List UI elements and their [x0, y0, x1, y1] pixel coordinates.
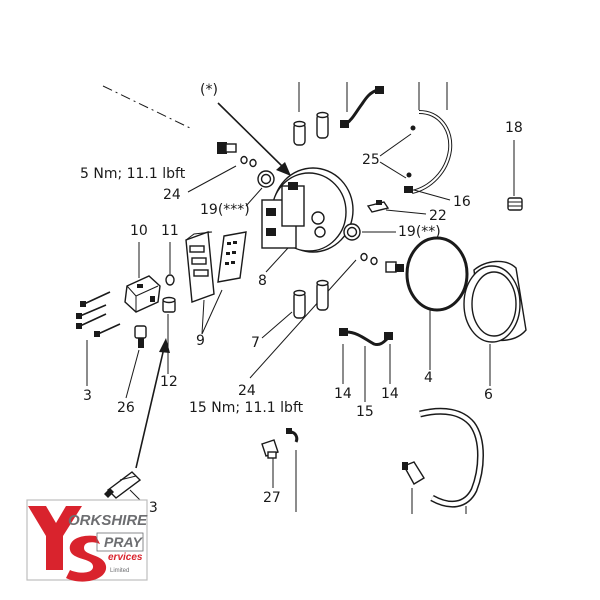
star-arrow-head	[276, 162, 291, 176]
valve-block-9	[185, 231, 215, 303]
logo-line3: ervices	[108, 552, 143, 563]
leader-24-upper	[187, 165, 237, 193]
arrow-23-line	[135, 347, 165, 469]
logo-line1: ORKSHIRE	[68, 512, 148, 529]
callout-14b: 14	[381, 386, 399, 402]
callout-24-upper: 24	[163, 187, 181, 203]
gasket-plate	[217, 231, 247, 283]
dashed-leader	[102, 85, 191, 129]
yorkshire-spray-logo: ORKSHIRE PRAY ervices Limited	[26, 499, 148, 582]
callout-7: 7	[251, 335, 260, 351]
leader-24-lower	[249, 259, 357, 379]
callout-14a: 14	[334, 386, 352, 402]
fitting-12	[162, 296, 176, 313]
callout-19-upper: 19(***)	[200, 202, 250, 218]
star-arrow-line	[217, 102, 285, 169]
logo-line4: Limited	[110, 568, 129, 574]
cover-6	[463, 260, 527, 343]
pump-housing-8	[261, 167, 354, 253]
leader-16	[413, 189, 451, 201]
block-10	[124, 275, 161, 313]
callout-6: 6	[484, 387, 493, 403]
callout-25: 25	[362, 152, 380, 168]
grease-tube-23	[104, 471, 142, 499]
pin-a	[293, 120, 306, 146]
callout-22: 22	[429, 208, 447, 224]
hose-top-small	[340, 86, 384, 128]
logo-pray-box	[96, 532, 144, 552]
leader-9b	[201, 299, 205, 335]
torque-label-lower: 15 Nm; 11.1 lbft	[189, 400, 304, 416]
torque-label-upper: 5 Nm; 11.1 lbft	[80, 166, 186, 182]
callout-24-lower: 24	[238, 383, 256, 399]
callout-9: 9	[196, 333, 205, 349]
fitting-27	[261, 428, 299, 459]
hose-16	[404, 110, 453, 194]
arrow-23-head	[159, 338, 170, 353]
leader-9	[201, 289, 223, 335]
logo-y-letter	[28, 506, 82, 570]
fitting-18	[507, 197, 523, 211]
callout-3: 3	[83, 388, 92, 404]
callout-15: 15	[356, 404, 374, 420]
pin-7b	[316, 279, 329, 311]
oring-19-right-inner	[346, 226, 358, 238]
callout-star: (*)	[200, 82, 218, 98]
callout-12: 12	[160, 374, 178, 390]
leader-25a	[379, 133, 412, 157]
hose-fitting-end	[402, 461, 425, 485]
callout-27: 27	[263, 490, 281, 506]
leader-26	[125, 349, 140, 399]
callout-16: 16	[453, 194, 471, 210]
leader-8	[265, 247, 289, 273]
leader-22	[385, 209, 427, 215]
pin-7a	[293, 289, 306, 319]
callout-26: 26	[117, 400, 135, 416]
callout-10: 10	[130, 223, 148, 239]
screw-24-upper	[217, 142, 257, 168]
leader-25b	[379, 161, 407, 179]
callout-8: 8	[258, 273, 267, 289]
fitting-26	[134, 325, 147, 348]
leader-19-upper	[245, 187, 263, 207]
pin-b	[316, 111, 329, 139]
callout-4: 4	[424, 370, 433, 386]
oring-4	[405, 236, 469, 312]
hose-long	[402, 407, 484, 508]
logo-s-letter	[66, 535, 107, 582]
screw-24-lower	[360, 252, 404, 273]
oring-19-upper-inner	[260, 173, 272, 185]
clip-22	[366, 200, 390, 213]
callout-18: 18	[505, 120, 523, 136]
leader-7	[261, 311, 293, 339]
logo-line2: PRAY	[104, 534, 144, 550]
hose-14-15	[339, 328, 393, 346]
callout-19-right: 19(**)	[398, 224, 441, 240]
bolts-3	[76, 291, 121, 337]
oring-11	[165, 274, 175, 286]
callout-11: 11	[161, 223, 179, 239]
